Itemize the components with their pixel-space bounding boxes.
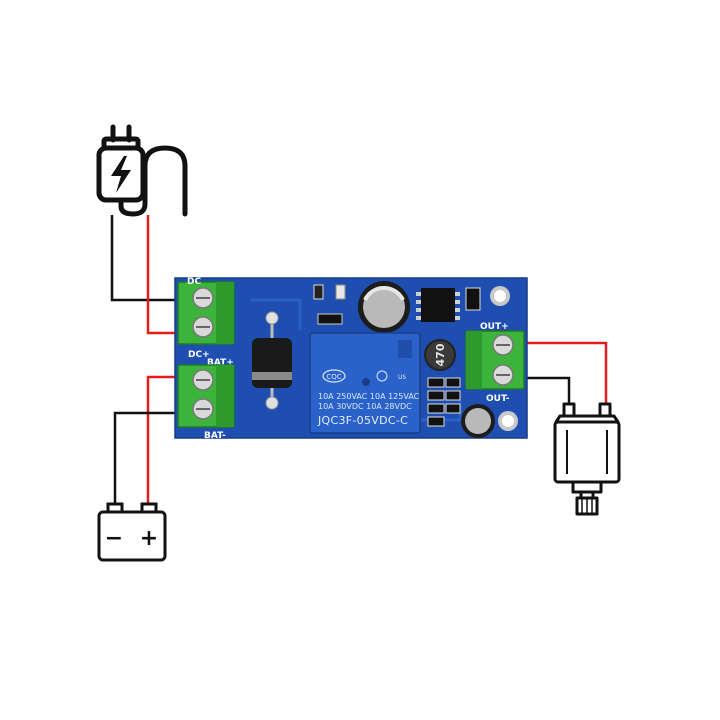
out-terminal-block <box>465 330 525 390</box>
relay-cert-logo <box>376 370 388 382</box>
out-minus-label: OUT- <box>486 394 510 404</box>
relay-model: JQC3F-05VDC-C <box>317 414 408 427</box>
dc-motor-icon <box>553 402 621 516</box>
bat-terminal-block <box>177 364 235 428</box>
wires <box>110 215 608 505</box>
relay-dot <box>362 378 370 386</box>
battery-minus-sign: − <box>105 526 123 551</box>
smd-diode <box>317 313 343 325</box>
bat-black-wire <box>113 411 190 505</box>
relay-rating-line1: 10A 250VAC 10A 125VAC <box>318 392 420 401</box>
relay-rating-line2: 10A 30VDC 10A 28VDC <box>318 402 412 411</box>
out-plus-label: OUT+ <box>480 322 509 332</box>
cqc-logo <box>322 369 346 383</box>
dc-plus-label: DC+ <box>188 350 210 360</box>
relay-brand: CQC <box>326 373 341 381</box>
ic-chip <box>416 288 460 322</box>
out-red-wire <box>510 341 608 412</box>
smd-led <box>335 284 346 300</box>
battery-icon: − + <box>97 502 167 562</box>
transistor <box>465 287 481 311</box>
diode <box>252 311 292 410</box>
inductor: 470 <box>424 339 456 371</box>
mounting-hole <box>490 286 510 306</box>
mounting-hole <box>498 411 518 431</box>
relay-module-board: DC DC+ BAT+ BAT- <box>174 277 528 441</box>
pcb-trace <box>250 298 302 330</box>
electrolytic-capacitor <box>358 281 410 333</box>
dc-black-wire <box>110 215 190 302</box>
smd-resistor <box>313 284 324 300</box>
battery-plus-sign: + <box>140 526 158 551</box>
dc-label: DC <box>187 277 201 287</box>
charging-plug-icon <box>96 124 188 217</box>
relay-cert: US <box>398 374 406 381</box>
out-black-wire <box>510 376 571 412</box>
relay: CQC US 10A 250VAC 10A 125VAC 10A 30VDC 1… <box>309 332 421 434</box>
relay-tab <box>398 340 412 358</box>
resistor-array <box>427 377 461 427</box>
bat-minus-label: BAT- <box>204 431 226 441</box>
bat-plus-label: BAT+ <box>207 358 234 368</box>
small-capacitor <box>461 404 495 438</box>
inductor-value: 470 <box>434 343 447 366</box>
dc-terminal-block <box>177 281 235 345</box>
